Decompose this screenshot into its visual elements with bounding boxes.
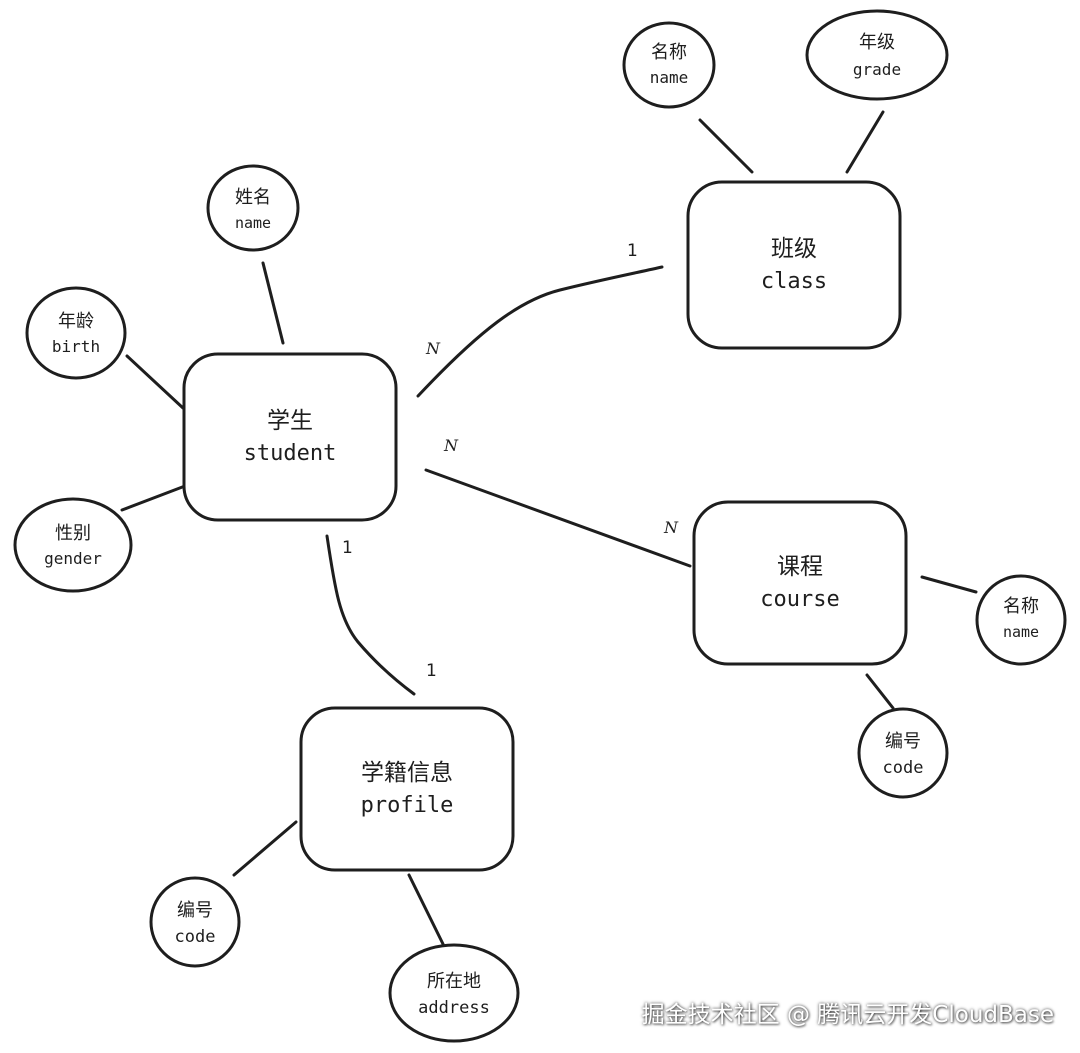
- attribute-label-en: name: [235, 214, 271, 232]
- attribute-label-cn: 名称: [1003, 596, 1039, 617]
- entity-class: 班级 class: [686, 180, 902, 350]
- watermark-text: 掘金技术社区 @ 腾讯云开发CloudBase: [641, 1002, 1054, 1028]
- attribute-student-gender: 性别 gender: [13, 497, 133, 593]
- entity-student: 学生 student: [182, 352, 398, 522]
- cardinality-label: 1: [342, 538, 353, 558]
- attribute-course-name: 名称 name: [975, 574, 1067, 666]
- attribute-label-cn: 编号: [177, 900, 213, 921]
- connector-student-birth: [125, 354, 185, 410]
- entity-label-cn: 课程: [777, 554, 823, 580]
- attribute-label-cn: 名称: [651, 42, 687, 63]
- relation-student-profile: [325, 534, 416, 696]
- cardinality-label: N: [663, 518, 679, 537]
- entity-label-en: profile: [361, 793, 454, 818]
- cardinality-label: 1: [627, 241, 638, 261]
- attribute-profile-code: 编号 code: [149, 876, 241, 968]
- attribute-label-en: address: [418, 998, 490, 1018]
- attribute-label-cn: 姓名: [235, 187, 271, 208]
- attribute-label-cn: 性别: [55, 523, 91, 544]
- attribute-class-name: 名称 name: [622, 21, 716, 109]
- attribute-profile-address: 所在地 address: [388, 943, 520, 1043]
- entity-label-en: class: [761, 269, 827, 294]
- entity-label-cn: 学生: [267, 408, 313, 434]
- cardinality-label: N: [425, 339, 441, 358]
- attribute-label-cn: 年级: [859, 32, 895, 53]
- connector-profile-address: [407, 873, 445, 946]
- connector-course-name: [920, 575, 978, 594]
- entity-profile: 学籍信息 profile: [299, 706, 515, 872]
- attribute-course-code: 编号 code: [857, 707, 949, 799]
- connector-student-name: [261, 261, 285, 345]
- cardinality-label: N: [443, 436, 459, 455]
- attribute-label-cn: 年龄: [58, 311, 94, 332]
- attribute-label-cn: 所在地: [427, 971, 481, 992]
- entity-label-en: course: [760, 587, 839, 612]
- attribute-label-en: code: [883, 758, 924, 778]
- attribute-label-cn: 编号: [885, 731, 921, 752]
- connector-course-code: [865, 673, 895, 710]
- entity-course: 课程 course: [692, 500, 908, 666]
- relation-student-class: [416, 265, 664, 398]
- entity-label-cn: 学籍信息: [361, 760, 453, 786]
- attribute-student-birth: 年龄 birth: [25, 286, 127, 380]
- connector-student-gender: [120, 484, 187, 512]
- attribute-label-en: name: [1003, 623, 1039, 641]
- attribute-class-grade: 年级 grade: [805, 9, 949, 101]
- entity-label-en: student: [244, 441, 337, 466]
- attribute-label-en: gender: [44, 549, 102, 568]
- attribute-label-en: code: [175, 927, 216, 947]
- attribute-label-en: birth: [52, 337, 100, 356]
- attribute-label-en: grade: [853, 60, 901, 79]
- connector-class-grade: [845, 110, 885, 174]
- attribute-label-en: name: [650, 68, 689, 87]
- connector-class-name: [698, 118, 754, 174]
- attribute-student-name: 姓名 name: [206, 164, 300, 252]
- cardinality-label: 1: [426, 661, 437, 681]
- entity-label-cn: 班级: [771, 236, 817, 262]
- relation-student-course: [424, 468, 692, 568]
- connector-profile-code: [232, 820, 298, 877]
